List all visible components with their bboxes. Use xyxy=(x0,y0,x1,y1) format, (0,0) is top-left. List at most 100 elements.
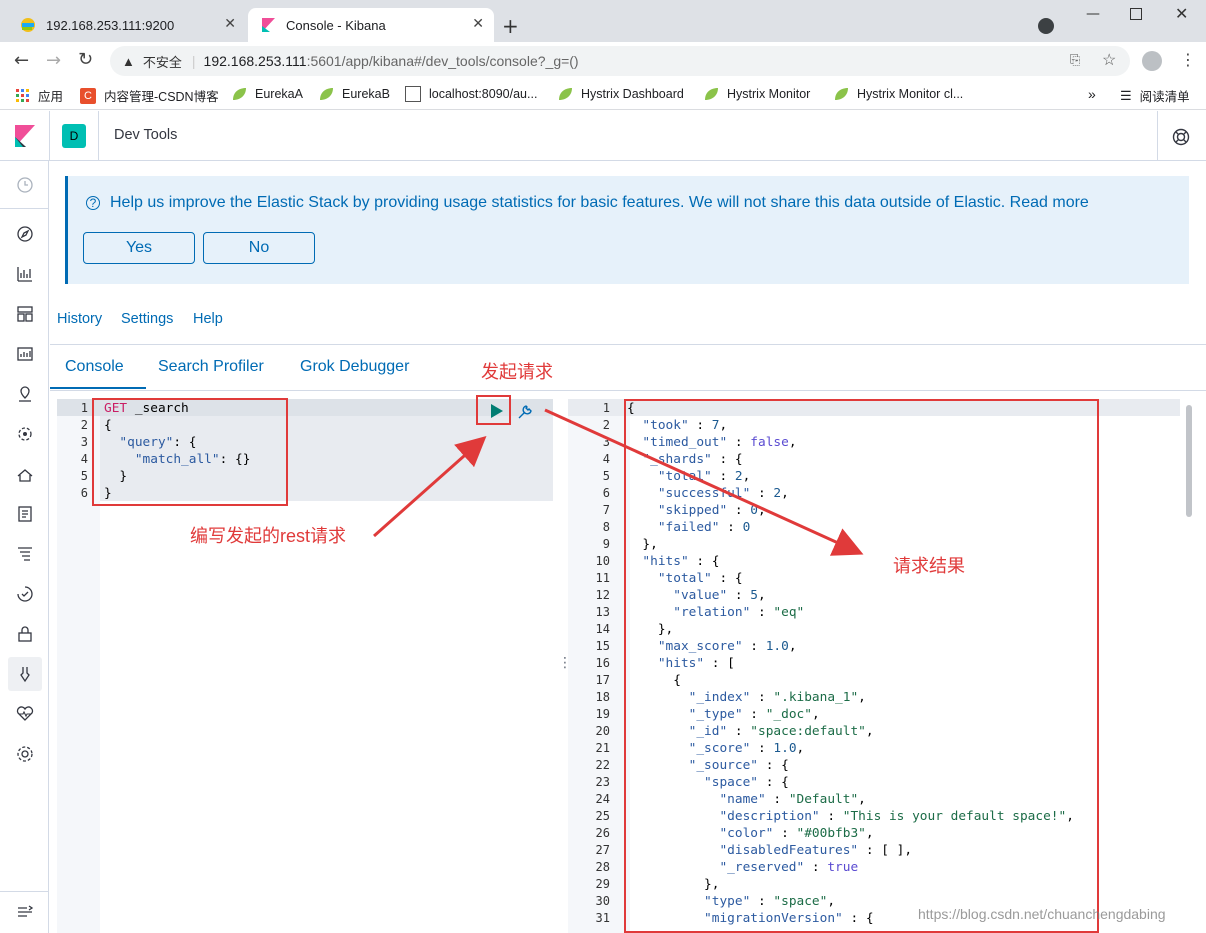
address-bar[interactable]: ▲ 不安全 | 192.168.253.111:5601/app/kibana#… xyxy=(110,46,1130,76)
minimize-icon[interactable]: — xyxy=(1086,6,1100,22)
bookmark-eurekaa[interactable]: EurekaA xyxy=(231,86,303,102)
reading-list-icon: ☰ xyxy=(1120,87,1132,103)
tab-grok-debugger[interactable]: Grok Debugger xyxy=(300,358,410,375)
bookmark-label: 内容管理-CSDN博客 xyxy=(104,90,219,104)
send-request-button[interactable] xyxy=(482,401,504,421)
spring-leaf-icon xyxy=(835,88,848,100)
play-icon xyxy=(491,404,503,418)
maximize-icon[interactable] xyxy=(1130,8,1142,20)
bookmark-star-icon[interactable]: ☆ xyxy=(1102,52,1117,69)
request-editor[interactable]: GET _search { "query": { "match_all": {}… xyxy=(104,401,251,501)
security-icon[interactable] xyxy=(15,624,35,644)
canvas-icon[interactable] xyxy=(15,344,35,364)
side-nav xyxy=(0,161,49,933)
forward-icon[interactable]: → xyxy=(46,50,62,71)
response-scrollbar[interactable] xyxy=(1186,405,1192,517)
menu-kebab-icon[interactable]: ⋮ xyxy=(1180,50,1196,69)
browser-tab-kibana[interactable]: Console - Kibana ✕ xyxy=(248,8,494,42)
bookmark-label: Hystrix Dashboard xyxy=(581,87,684,101)
back-icon[interactable]: ← xyxy=(14,50,30,71)
annotation-result: 请求结果 xyxy=(893,556,965,576)
new-tab-icon[interactable]: + xyxy=(502,14,519,38)
management-icon[interactable] xyxy=(15,744,35,764)
bookmark-label: EurekaA xyxy=(255,87,303,101)
elastic-favicon-icon xyxy=(21,18,35,32)
bookmark-eurekab[interactable]: EurekaB xyxy=(318,86,390,102)
browser-tab-elasticsearch[interactable]: 192.168.253.111:9200 ✕ xyxy=(8,8,246,42)
wrench-icon[interactable] xyxy=(516,403,534,421)
warning-icon: ▲ xyxy=(122,53,135,69)
url-host: 192.168.253.111 xyxy=(203,53,307,69)
apps-grid-icon xyxy=(16,88,29,102)
bookmark-hystrix-dashboard[interactable]: Hystrix Dashboard xyxy=(557,86,684,102)
bookmark-label: EurekaB xyxy=(342,87,390,101)
clock-icon[interactable] xyxy=(15,175,35,195)
dashboard-icon[interactable] xyxy=(15,304,35,324)
divider xyxy=(98,111,99,161)
spring-leaf-icon xyxy=(320,88,333,100)
bookmark-label: 应用 xyxy=(38,90,64,104)
space-avatar[interactable]: D xyxy=(62,124,86,148)
bookmark-hystrix-monitor-cl[interactable]: Hystrix Monitor cl... xyxy=(833,86,963,102)
tab-console[interactable]: Console xyxy=(65,358,124,375)
callout-text: Help us improve the Elastic Stack by pro… xyxy=(110,194,1089,211)
reading-list[interactable]: ☰ 阅读清单 xyxy=(1120,86,1190,105)
uptime-icon[interactable] xyxy=(15,584,35,604)
spring-leaf-icon xyxy=(233,88,246,100)
tab-title: 192.168.253.111:9200 xyxy=(46,17,175,33)
compass-icon[interactable] xyxy=(15,224,35,244)
kibana-favicon-icon xyxy=(262,18,275,32)
reading-list-label: 阅读清单 xyxy=(1139,90,1190,104)
annotation-write: 编写发起的rest请求 xyxy=(190,526,347,546)
divider xyxy=(50,344,1206,345)
telemetry-callout: ? Help us improve the Elastic Stack by p… xyxy=(65,176,1189,284)
profile-avatar-icon[interactable] xyxy=(1142,51,1162,71)
settings-link[interactable]: Settings xyxy=(121,311,174,327)
no-button[interactable]: No xyxy=(203,232,315,264)
close-tab-icon[interactable]: ✕ xyxy=(224,16,236,32)
bookmark-apps[interactable]: 应用 xyxy=(16,86,63,105)
breadcrumb: Dev Tools xyxy=(114,127,178,143)
divider xyxy=(1157,111,1158,161)
infra-icon[interactable] xyxy=(15,464,35,484)
close-tab-icon[interactable]: ✕ xyxy=(472,16,484,32)
tab-search-icon[interactable] xyxy=(1038,18,1054,34)
yes-button[interactable]: Yes xyxy=(83,232,195,264)
image-icon xyxy=(405,86,421,102)
collapse-icon[interactable] xyxy=(15,902,35,922)
monitoring-icon[interactable] xyxy=(15,704,35,724)
history-link[interactable]: History xyxy=(57,311,103,327)
tab-title: Console - Kibana xyxy=(286,17,386,33)
active-tab-underline xyxy=(50,387,146,389)
divider xyxy=(49,111,50,161)
bookmark-label: Hystrix Monitor cl... xyxy=(857,87,964,101)
url-path: :5601/app/kibana#/dev_tools/console?_g=(… xyxy=(306,53,579,69)
help-menu-icon[interactable] xyxy=(1172,128,1190,146)
devtools-icon[interactable] xyxy=(15,664,35,684)
logs-icon[interactable] xyxy=(15,504,35,524)
kibana-logo-icon[interactable] xyxy=(15,125,35,147)
bookmark-localhost[interactable]: localhost:8090/au... xyxy=(405,86,537,102)
browser-tabstrip: 192.168.253.111:9200 ✕ Console - Kibana … xyxy=(0,0,1206,42)
nav-divider xyxy=(0,891,49,892)
help-link[interactable]: Help xyxy=(193,311,223,327)
bookmark-hystrix-monitor[interactable]: Hystrix Monitor xyxy=(703,86,810,102)
apm-icon[interactable] xyxy=(15,544,35,564)
help-circle-icon: ? xyxy=(86,196,100,210)
close-window-icon[interactable]: ✕ xyxy=(1175,4,1189,23)
annotation-send: 发起请求 xyxy=(481,362,553,382)
devtools-nav-active xyxy=(8,657,42,691)
maps-icon[interactable] xyxy=(15,384,35,404)
spring-leaf-icon xyxy=(559,88,572,100)
tab-search-profiler[interactable]: Search Profiler xyxy=(158,358,264,375)
translate-icon[interactable]: ⎘ xyxy=(1070,52,1081,67)
response-viewer[interactable]: { "took" : 7, "timed_out" : false, "_sha… xyxy=(627,401,1074,926)
visualize-icon[interactable] xyxy=(15,264,35,284)
browser-toolbar: ← → ↻ ▲ 不安全 | 192.168.253.111:5601/app/k… xyxy=(0,42,1206,80)
ml-icon[interactable] xyxy=(15,424,35,444)
bookmark-csdn[interactable]: C 内容管理-CSDN博客 xyxy=(80,86,219,105)
reload-icon[interactable]: ↻ xyxy=(78,49,94,70)
bookmarks-more[interactable]: » xyxy=(1088,86,1096,102)
